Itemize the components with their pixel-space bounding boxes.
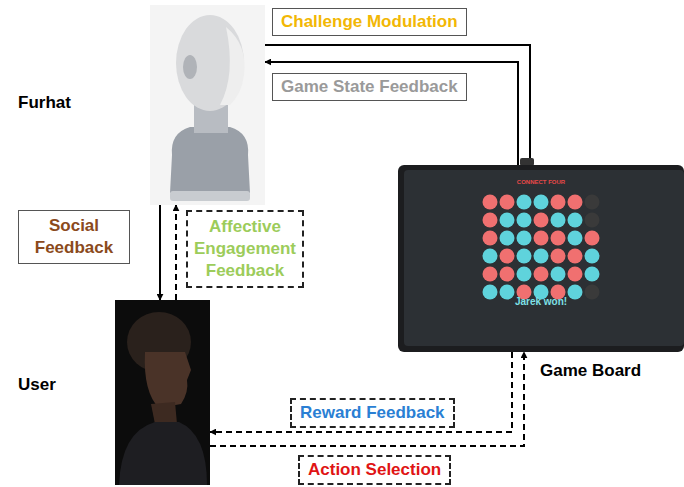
flow-arrow [265, 45, 530, 165]
game-board-screen [398, 158, 684, 352]
illustrated-node: User [115, 300, 210, 485]
flow-arrow [265, 62, 518, 165]
illustrated-node: Furhat [150, 5, 265, 205]
screen-text: Jarek won! [398, 296, 684, 307]
node-heading: Game Board [540, 361, 641, 381]
flow-arrow [210, 352, 512, 432]
screen-text: CONNECT FOUR [398, 179, 684, 185]
user-photo [115, 300, 210, 485]
edge-label-box: Reward Feedback [290, 398, 455, 428]
flow-arrow [210, 352, 524, 446]
flow-arrow [159, 205, 161, 300]
furhat-robot [150, 5, 265, 205]
board-discs [483, 195, 600, 300]
edge-label-box: Action Selection [298, 455, 451, 485]
edge-label-box: Affective Engagement Feedback [186, 210, 304, 288]
flow-arrow [175, 205, 177, 300]
edge-label-box: Game State Feedback [272, 73, 467, 101]
illustrated-node: Game Board [398, 165, 684, 352]
edge-label-box: Social Feedback [18, 210, 130, 264]
node-heading: User [18, 375, 56, 395]
node-heading: Furhat [18, 93, 71, 113]
edge-label-box: Challenge Modulation [272, 8, 467, 36]
